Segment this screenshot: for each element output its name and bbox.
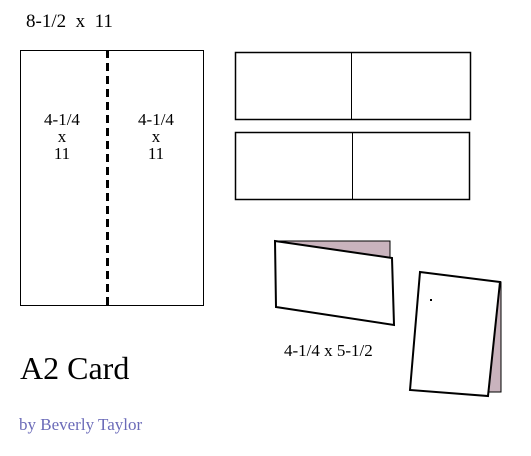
folded-card-portrait <box>408 270 502 398</box>
stray-dot <box>430 299 432 301</box>
card-size-label: 4-1/4 x 5-1/2 <box>284 341 373 360</box>
right-half-label: 4-1/4 x 11 <box>126 111 186 162</box>
right-half-width: 4-1/4 <box>138 110 174 129</box>
left-half-label: 4-1/4 x 11 <box>32 111 92 162</box>
left-half-height: 11 <box>53 144 71 163</box>
left-half-x: x <box>57 127 67 146</box>
card-front-portrait <box>408 270 502 398</box>
right-half-x: x <box>151 127 161 146</box>
right-half-height: 11 <box>147 144 165 163</box>
panel-top <box>234 51 472 121</box>
diagram-title: A2 Card <box>20 350 130 386</box>
card-front-landscape <box>273 239 396 327</box>
folded-card-landscape <box>273 239 396 327</box>
sheet-size-label: 8-1/2 x 11 <box>26 11 113 32</box>
left-half-width: 4-1/4 <box>44 110 80 129</box>
full-sheet <box>20 50 204 306</box>
author-credit: by Beverly Taylor <box>19 415 143 434</box>
